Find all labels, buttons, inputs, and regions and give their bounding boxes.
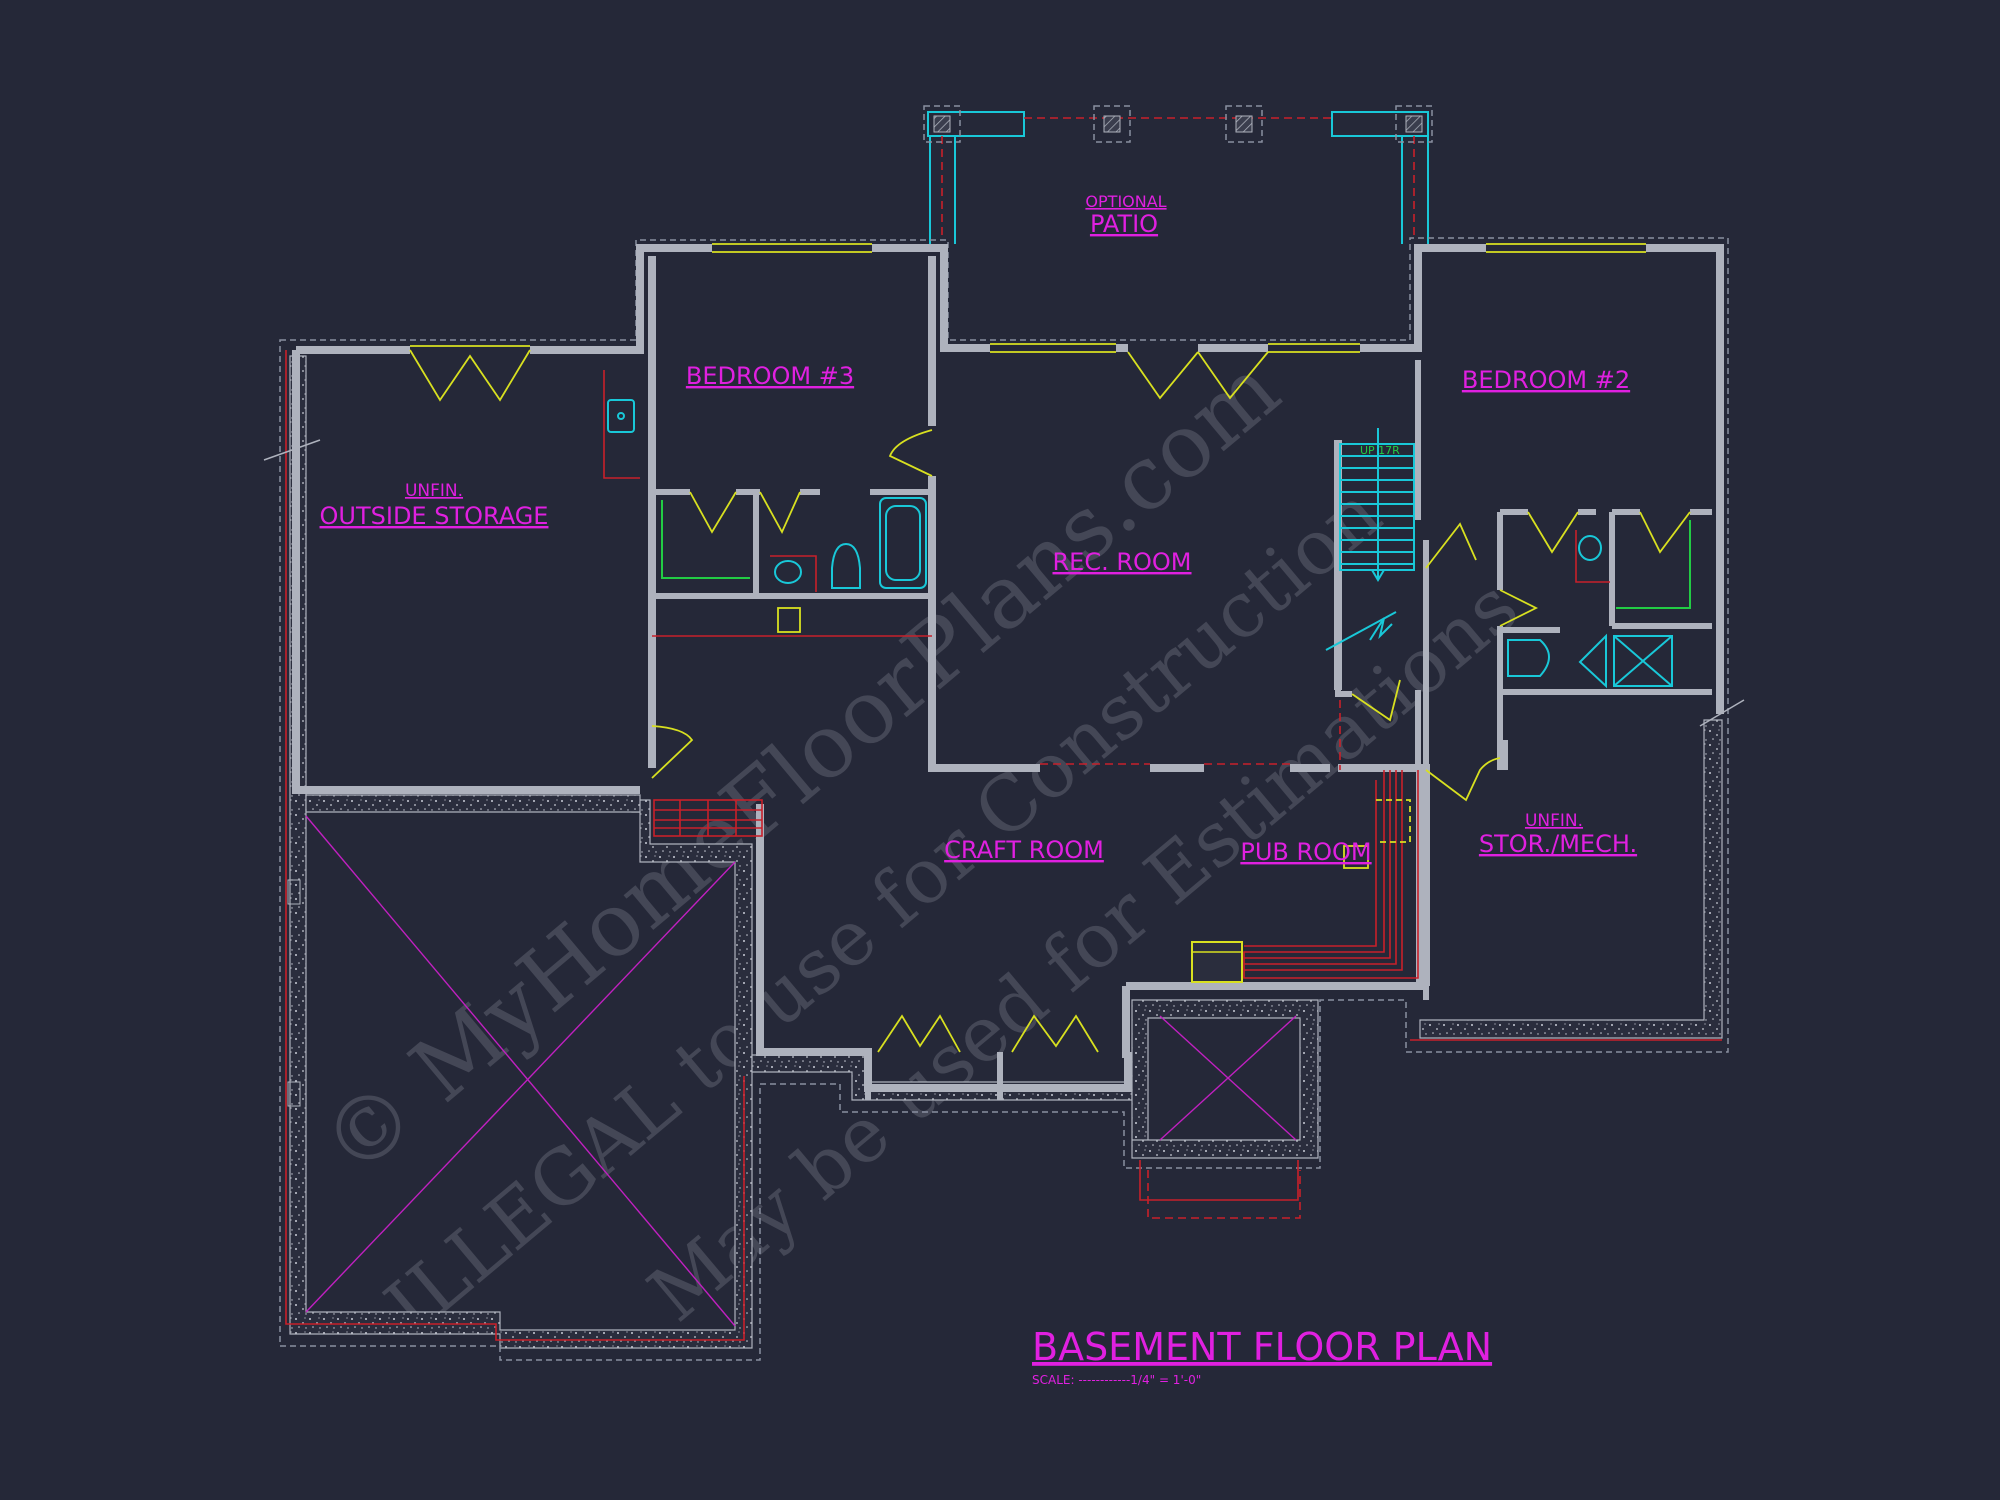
label-optional: OPTIONAL [1085,192,1166,211]
label-rec-room: REC. ROOM [1052,548,1191,576]
walls [292,244,1724,1100]
staircase: UP 17R [1325,428,1415,651]
patio-area [923,105,1433,244]
room-labels: OPTIONAL PATIO BEDROOM #3 BEDROOM #2 UNF… [320,192,1638,866]
pub-bar [1191,700,1419,983]
rail [653,799,763,837]
break-lines [263,439,1745,727]
label-outside-storage: OUTSIDE STORAGE [320,502,549,530]
label-patio: PATIO [1090,210,1158,238]
fixtures: UP 17R [603,370,1691,983]
patio-column [923,105,961,143]
unexcavated-area [287,815,1297,1327]
label-bedroom-3: BEDROOM #3 [686,362,854,390]
plan-scale: SCALE: ------------1/4" = 1'-0" [1032,1373,1201,1387]
plan-title: BASEMENT FLOOR PLAN [1032,1325,1492,1369]
label-bedroom-2: BEDROOM #2 [1462,366,1630,394]
label-unfin-mech: UNFIN. [1525,811,1583,831]
patio-column [1225,105,1263,143]
label-unfin-storage: UNFIN. [405,481,463,501]
label-stor-mech: STOR./MECH. [1479,830,1637,858]
label-pub-room: PUB ROOM [1240,838,1371,866]
windows [410,243,1646,353]
patio-column [1093,105,1131,143]
watermark-line-2: ILLEGAL to use for Construction [369,468,1398,1351]
stair-label: UP 17R [1360,444,1400,457]
doors [409,349,1691,1053]
plan-title-block: BASEMENT FLOOR PLAN SCALE: ------------1… [1032,1325,1492,1387]
patio-column [1395,105,1433,143]
label-craft-room: CRAFT ROOM [944,836,1104,864]
